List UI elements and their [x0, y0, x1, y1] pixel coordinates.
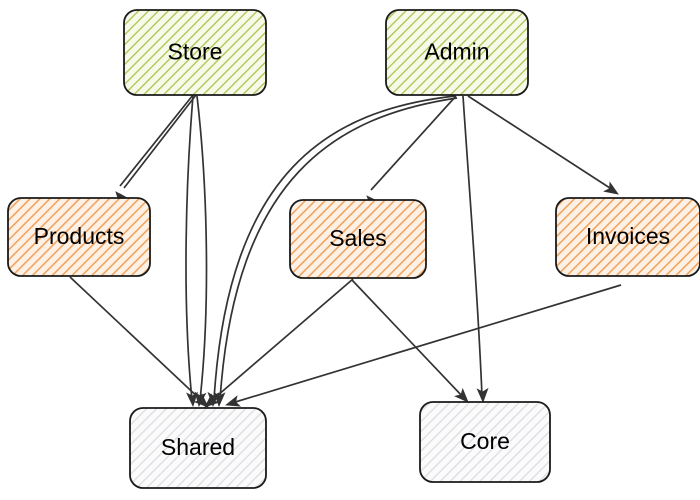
node-label: Shared: [161, 434, 235, 460]
node-products[interactable]: Products: [7, 197, 151, 277]
edge-line: [462, 95, 483, 397]
arrowhead-icon: [186, 391, 199, 408]
node-shared[interactable]: Shared: [129, 407, 267, 489]
edge-store-products-2: [119, 94, 197, 209]
node-label: Core: [460, 428, 510, 454]
node-label: Admin: [424, 39, 489, 65]
node-label: Products: [34, 223, 125, 249]
node-sales[interactable]: Sales: [289, 199, 427, 279]
arrowhead-icon: [603, 181, 619, 195]
edge-admin-invoices: [467, 95, 619, 195]
edge-line: [370, 95, 457, 191]
arrowhead-icon: [454, 387, 469, 403]
edge-sales-core: [351, 279, 469, 403]
node-box[interactable]: [555, 197, 700, 277]
edge-line: [231, 284, 622, 404]
arrowhead-icon: [204, 393, 220, 408]
edge-sales-shared: [204, 278, 354, 408]
edge-line: [123, 94, 197, 189]
node-box[interactable]: [385, 9, 529, 96]
node-box[interactable]: [129, 407, 267, 489]
edge-line: [196, 95, 208, 401]
edge-line: [119, 94, 194, 187]
node-invoices[interactable]: Invoices: [555, 197, 700, 277]
edge-store-shared: [185, 95, 199, 408]
edge-store-shared-2: [194, 95, 208, 408]
node-label: Store: [168, 39, 223, 65]
edge-line: [185, 95, 194, 401]
node-admin[interactable]: Admin: [385, 9, 529, 96]
edge-admin-core: [462, 95, 489, 404]
edge-line: [219, 97, 458, 401]
node-box[interactable]: [289, 199, 427, 279]
node-box[interactable]: [123, 9, 267, 96]
edge-line: [213, 95, 456, 401]
edge-invoices-shared: [224, 284, 622, 407]
edge-line: [467, 95, 614, 191]
node-label: Sales: [329, 225, 387, 251]
node-box[interactable]: [7, 197, 151, 277]
edge-line: [209, 278, 354, 403]
arrowhead-icon: [224, 395, 242, 407]
arrowhead-icon: [476, 387, 489, 404]
node-store[interactable]: Store: [123, 9, 267, 96]
edge-products-shared: [69, 276, 209, 408]
node-box[interactable]: [419, 401, 551, 483]
edge-line: [351, 279, 464, 398]
node-label: Invoices: [586, 223, 670, 249]
node-core[interactable]: Core: [419, 401, 551, 483]
arrowhead-icon: [193, 393, 209, 408]
edges-layer: [69, 94, 622, 408]
edge-line: [69, 276, 204, 403]
